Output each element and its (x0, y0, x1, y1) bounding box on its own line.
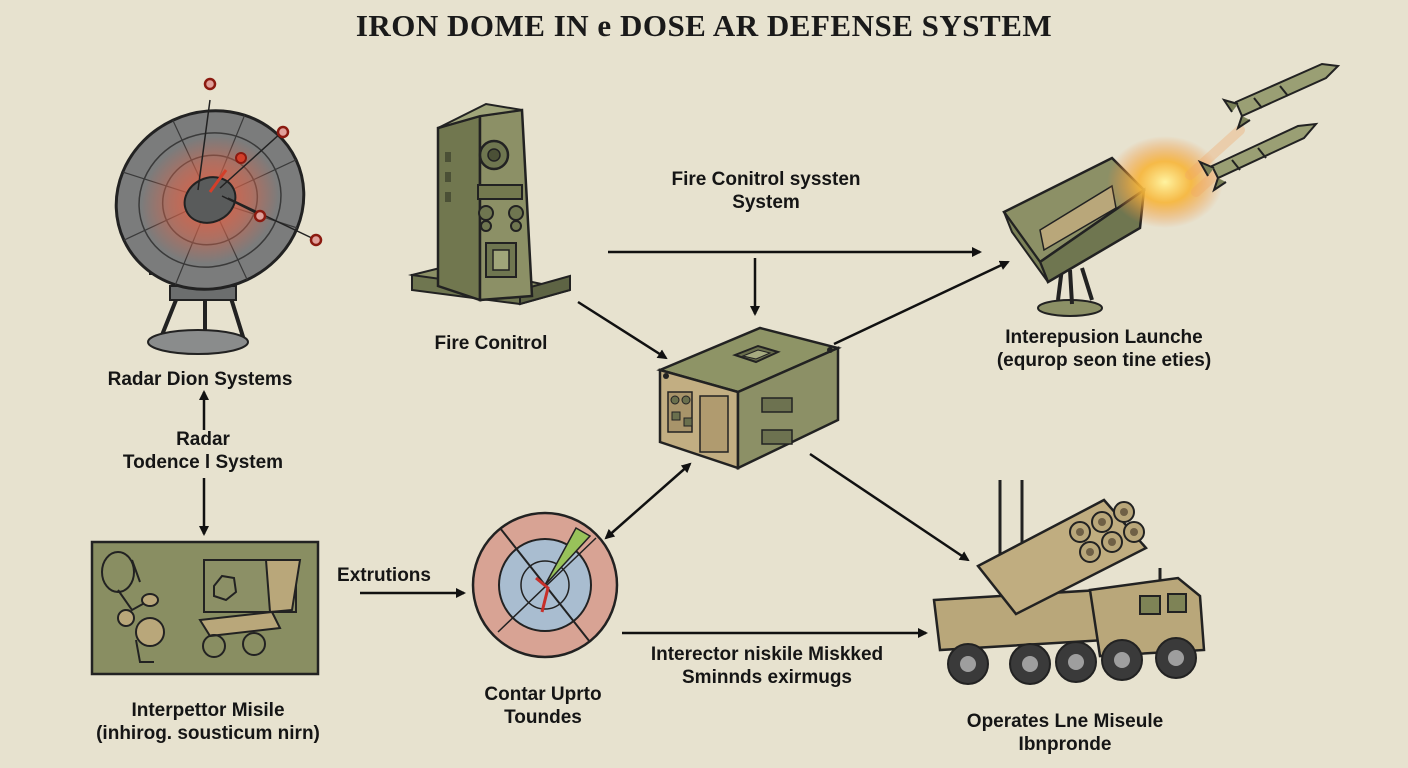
missile-icon (1197, 122, 1319, 193)
radar-scope-icon (471, 511, 619, 659)
scope-label: Contar Uprto Toundes (460, 683, 626, 729)
connector-arrows (199, 247, 1010, 638)
radar-system-label-line1: Radar (176, 429, 230, 450)
launcher-label-line2: (equrop seon tine eties) (996, 350, 1212, 371)
arrow-command-to-launcher (833, 260, 1010, 346)
scope-label-line2: Toundes (504, 707, 582, 728)
truck-label: Operates Lne Miseule Ibnpronde (930, 710, 1200, 756)
arrow-command-to-truck (809, 452, 970, 562)
missile-icon (1221, 62, 1341, 131)
radar-system-label-line2: Todence l System (122, 452, 284, 473)
fire-control-system-label-line2: System (732, 192, 800, 213)
truck-label-line2: Ibnpronde (1018, 734, 1112, 755)
radar-dish-icon (114, 77, 323, 355)
arrow-scope-command (604, 462, 692, 540)
arrow-console-to-command (577, 300, 668, 360)
diagram-title: IRON DOME IN e DOSE AR DEFENSE SYSTEM (355, 8, 1053, 43)
interceptor-left-label: Interpettor Misile (inhirog. sousticum n… (80, 699, 336, 745)
interceptor-middle-label: Interector niskile Miskked Sminnds exirm… (622, 643, 912, 689)
truck-label-line1: Operates Lne Miseule (966, 711, 1164, 732)
launcher-truck-icon (932, 480, 1206, 685)
radar-dish-label: Radar Dion Systems (107, 369, 293, 390)
interceptor-left-label-line1: Interpettor Misile (131, 700, 285, 721)
interceptor-middle-label-line1: Interector niskile Miskked (650, 644, 884, 665)
launcher-label-line1: Interepusion Launche (1005, 327, 1203, 348)
interceptor-middle-label-line2: Sminnds exirmugs (682, 667, 852, 688)
launcher-icon (1002, 125, 1245, 317)
extrutions-label: Extrutions (337, 565, 431, 586)
radar-system-label: Radar Todence l System (98, 428, 308, 474)
fire-control-console-icon (408, 102, 571, 306)
fire-control-system-label-line1: Fire Conitrol syssten (671, 169, 861, 190)
command-unit-icon (656, 326, 842, 470)
scope-label-line1: Contar Uprto (484, 684, 602, 705)
interceptor-left-label-line2: (inhirog. sousticum nirn) (96, 723, 320, 744)
fire-control-label: Fire Conitrol (434, 333, 548, 354)
missile-schematic-icon (90, 540, 320, 676)
fire-control-system-label: Fire Conitrol syssten System (640, 168, 892, 214)
launcher-label: Interepusion Launche (equrop seon tine e… (964, 326, 1244, 372)
